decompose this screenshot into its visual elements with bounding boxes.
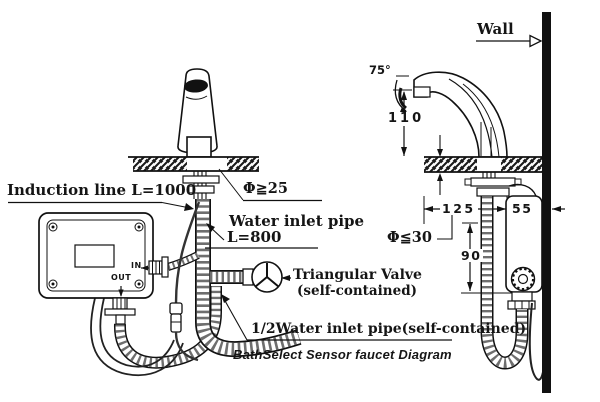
control-box xyxy=(38,212,154,299)
induction-line-leader xyxy=(8,201,194,211)
triangular-valve xyxy=(242,261,283,293)
hole-diameter-min-label: Φ≧25 xyxy=(243,180,288,197)
display-window xyxy=(74,244,115,268)
right-counter xyxy=(424,156,543,173)
faucet-base xyxy=(186,136,212,158)
triangular-valve-note: (self-contained) xyxy=(297,283,418,299)
screw-icon xyxy=(48,222,144,289)
induction-line-label: Induction line L=1000 xyxy=(7,181,197,199)
wall-mounted-unit xyxy=(505,195,543,310)
wall-leader xyxy=(476,34,543,48)
out-port-fitting xyxy=(104,286,136,325)
outlet-hose xyxy=(114,286,222,369)
dim-75-angle xyxy=(394,75,409,113)
left-mounting-hardware xyxy=(182,171,220,199)
sensor-window xyxy=(184,79,208,93)
valve-leader xyxy=(281,275,291,281)
induction-cable-connector xyxy=(169,201,201,362)
right-mounting-hardware xyxy=(464,172,537,197)
spout-angle-dim: 75° xyxy=(369,63,391,77)
water-inlet-leader xyxy=(205,223,318,249)
triangular-valve-label: Triangular Valve xyxy=(293,267,422,283)
counter-thickness-arrows xyxy=(437,135,443,195)
out-port-label: OUT xyxy=(111,273,132,282)
offset-dim: 125 xyxy=(440,201,478,216)
faucet-side-view xyxy=(413,71,508,158)
in-port-label: IN xyxy=(131,261,142,270)
half-pipe-leader xyxy=(221,294,452,341)
water-inlet-length-label: L=800 xyxy=(227,228,282,246)
in-port-fitting xyxy=(141,251,200,278)
phi30-leader xyxy=(437,212,453,240)
wall-bar xyxy=(542,12,551,393)
control-cables xyxy=(90,297,184,377)
diagram-caption: BathSelect Sensor faucet Diagram xyxy=(233,347,452,362)
right-braided-hose xyxy=(480,196,529,370)
water-pipe-vertical xyxy=(195,199,302,358)
unit-height-dim: 90 xyxy=(459,248,484,263)
unit-depth-dim: 55 xyxy=(510,201,535,216)
spout-height-dim: 110 xyxy=(386,111,427,126)
left-counter xyxy=(128,156,259,172)
faucet-front-view xyxy=(177,68,218,158)
half-inch-pipe-label: 1/2Water inlet pipe(self-contained) xyxy=(251,321,527,337)
spout-tip xyxy=(413,86,431,98)
water-inlet-pipe-label: Water inlet pipe xyxy=(229,212,365,230)
knob-icon xyxy=(510,266,536,292)
hole-diameter-max-label: Φ≦30 xyxy=(387,229,432,246)
wall-label: Wall xyxy=(477,20,514,38)
phi25-leader xyxy=(218,168,322,202)
